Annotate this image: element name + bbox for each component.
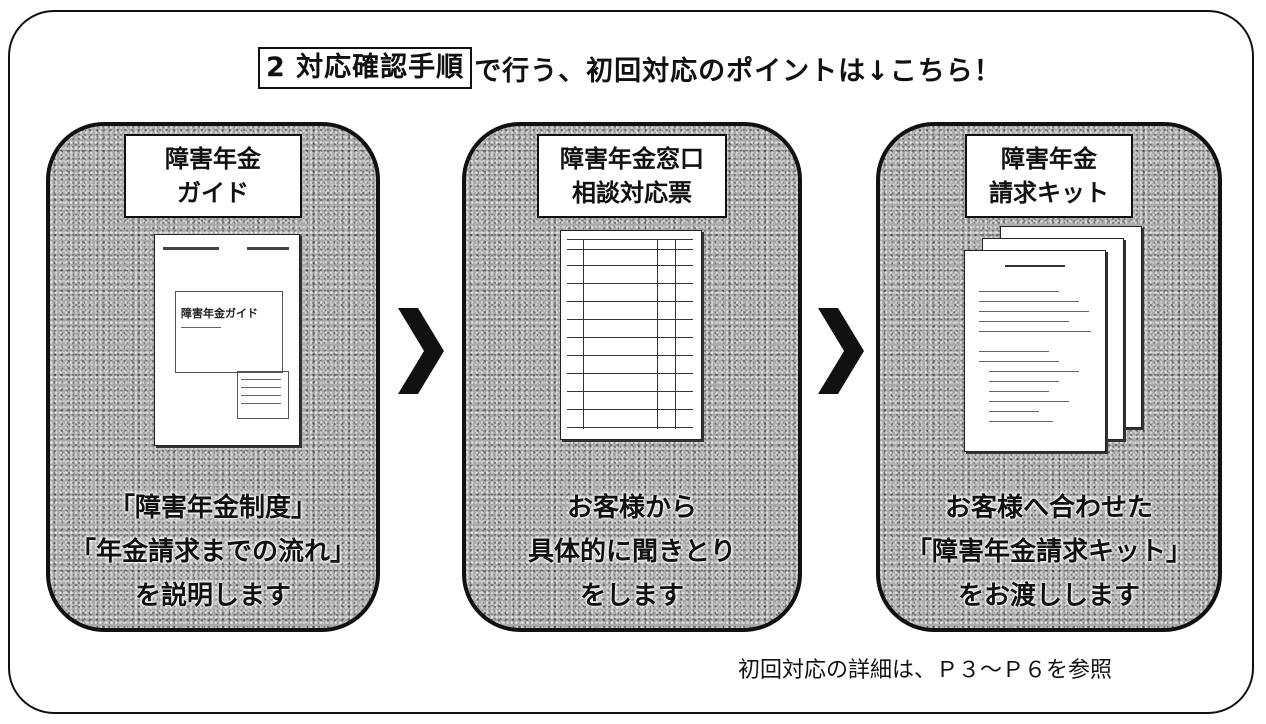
panel-consultation-form: 障害年金窓口 相談対応票 お客様から 具体的に聞きとり をします xyxy=(462,122,802,632)
header-boxed-text: 2 対応確認手順 xyxy=(258,47,473,89)
guide-booklet-image: 障害年金ガイド xyxy=(154,234,300,446)
panel-description: お客様から 具体的に聞きとり をします xyxy=(466,486,798,618)
chevron-right-icon xyxy=(398,308,444,394)
description-line: をします xyxy=(579,581,684,611)
panel-title: 障害年金窓口 相談対応票 xyxy=(537,134,727,218)
panel-description: お客様へ合わせた 「障害年金請求キット」 をお渡しします xyxy=(880,486,1218,618)
panel-title: 障害年金 請求キット xyxy=(965,134,1133,218)
footnote: 初回対応の詳細は、Ｐ３～Ｐ６を参照 xyxy=(738,658,1113,683)
description-line: を説明します xyxy=(134,581,291,611)
panel-title-line: 障害年金 xyxy=(165,145,261,173)
panel-title: 障害年金 ガイド xyxy=(124,134,302,218)
description-line: お客様へ合わせた xyxy=(944,493,1153,523)
description-line: 「年金請求までの流れ」 xyxy=(69,537,356,567)
description-line: をお渡しします xyxy=(957,581,1140,611)
description-line: 「障害年金制度」 xyxy=(108,493,317,523)
consultation-form-image xyxy=(560,230,702,440)
panel-description: 「障害年金制度」 「年金請求までの流れ」 を説明します xyxy=(50,486,376,618)
panel-title-line: 相談対応票 xyxy=(572,179,692,207)
header-text: で行う、初回対応のポイントは↓こちら！ xyxy=(474,55,1002,87)
panel-title-line: 請求キット xyxy=(989,179,1109,207)
panel-guide: 障害年金 ガイド 障害年金ガイド 「障害年金制度」 「年金請求までの流れ」 を説… xyxy=(46,122,380,632)
panel-title-line: 障害年金窓口 xyxy=(560,145,704,173)
header: 2 対応確認手順 で行う、初回対応のポイントは↓こちら！ xyxy=(258,46,1002,90)
description-line: 具体的に聞きとり xyxy=(527,537,736,567)
panel-title-line: ガイド xyxy=(177,179,249,207)
claim-kit-stack-image xyxy=(960,226,1150,456)
panel-claim-kit: 障害年金 請求キット お客様へ合わせた 「障害年金請求キット」 をお渡しします xyxy=(876,122,1222,632)
description-line: 「障害年金請求キット」 xyxy=(905,537,1192,567)
description-line: お客様から xyxy=(566,493,697,523)
guide-booklet-title: 障害年金ガイド xyxy=(181,307,258,320)
panel-title-line: 障害年金 xyxy=(1001,145,1097,173)
chevron-right-icon xyxy=(818,308,864,394)
